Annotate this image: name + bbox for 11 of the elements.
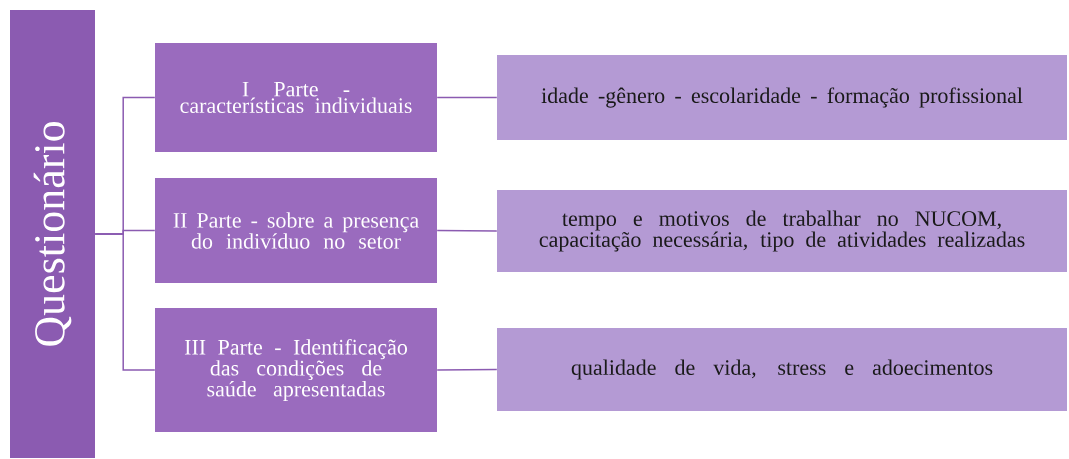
section-box: II Parte - sobre a presença do indivíduo no setor [155,178,437,283]
section-box: I Parte - características individuais [155,43,437,152]
detail-box: qualidade de vida, stress e adoecimentos [497,328,1067,411]
detail-box: tempo e motivos de trabalhar no NUCOM, capacitação necessária, tipo de atividades realizadas [497,190,1067,272]
connector-line [436,368,498,371]
connector-line [436,96,498,99]
section-box: III Parte - Identificação das condições de saúde apresentadas [155,308,437,432]
title-bar: Questionário [10,10,95,458]
connector-line [436,229,498,232]
connector-line [94,233,156,371]
detail-box: idade -gênero - escolaridade - formação profissional [497,55,1067,140]
